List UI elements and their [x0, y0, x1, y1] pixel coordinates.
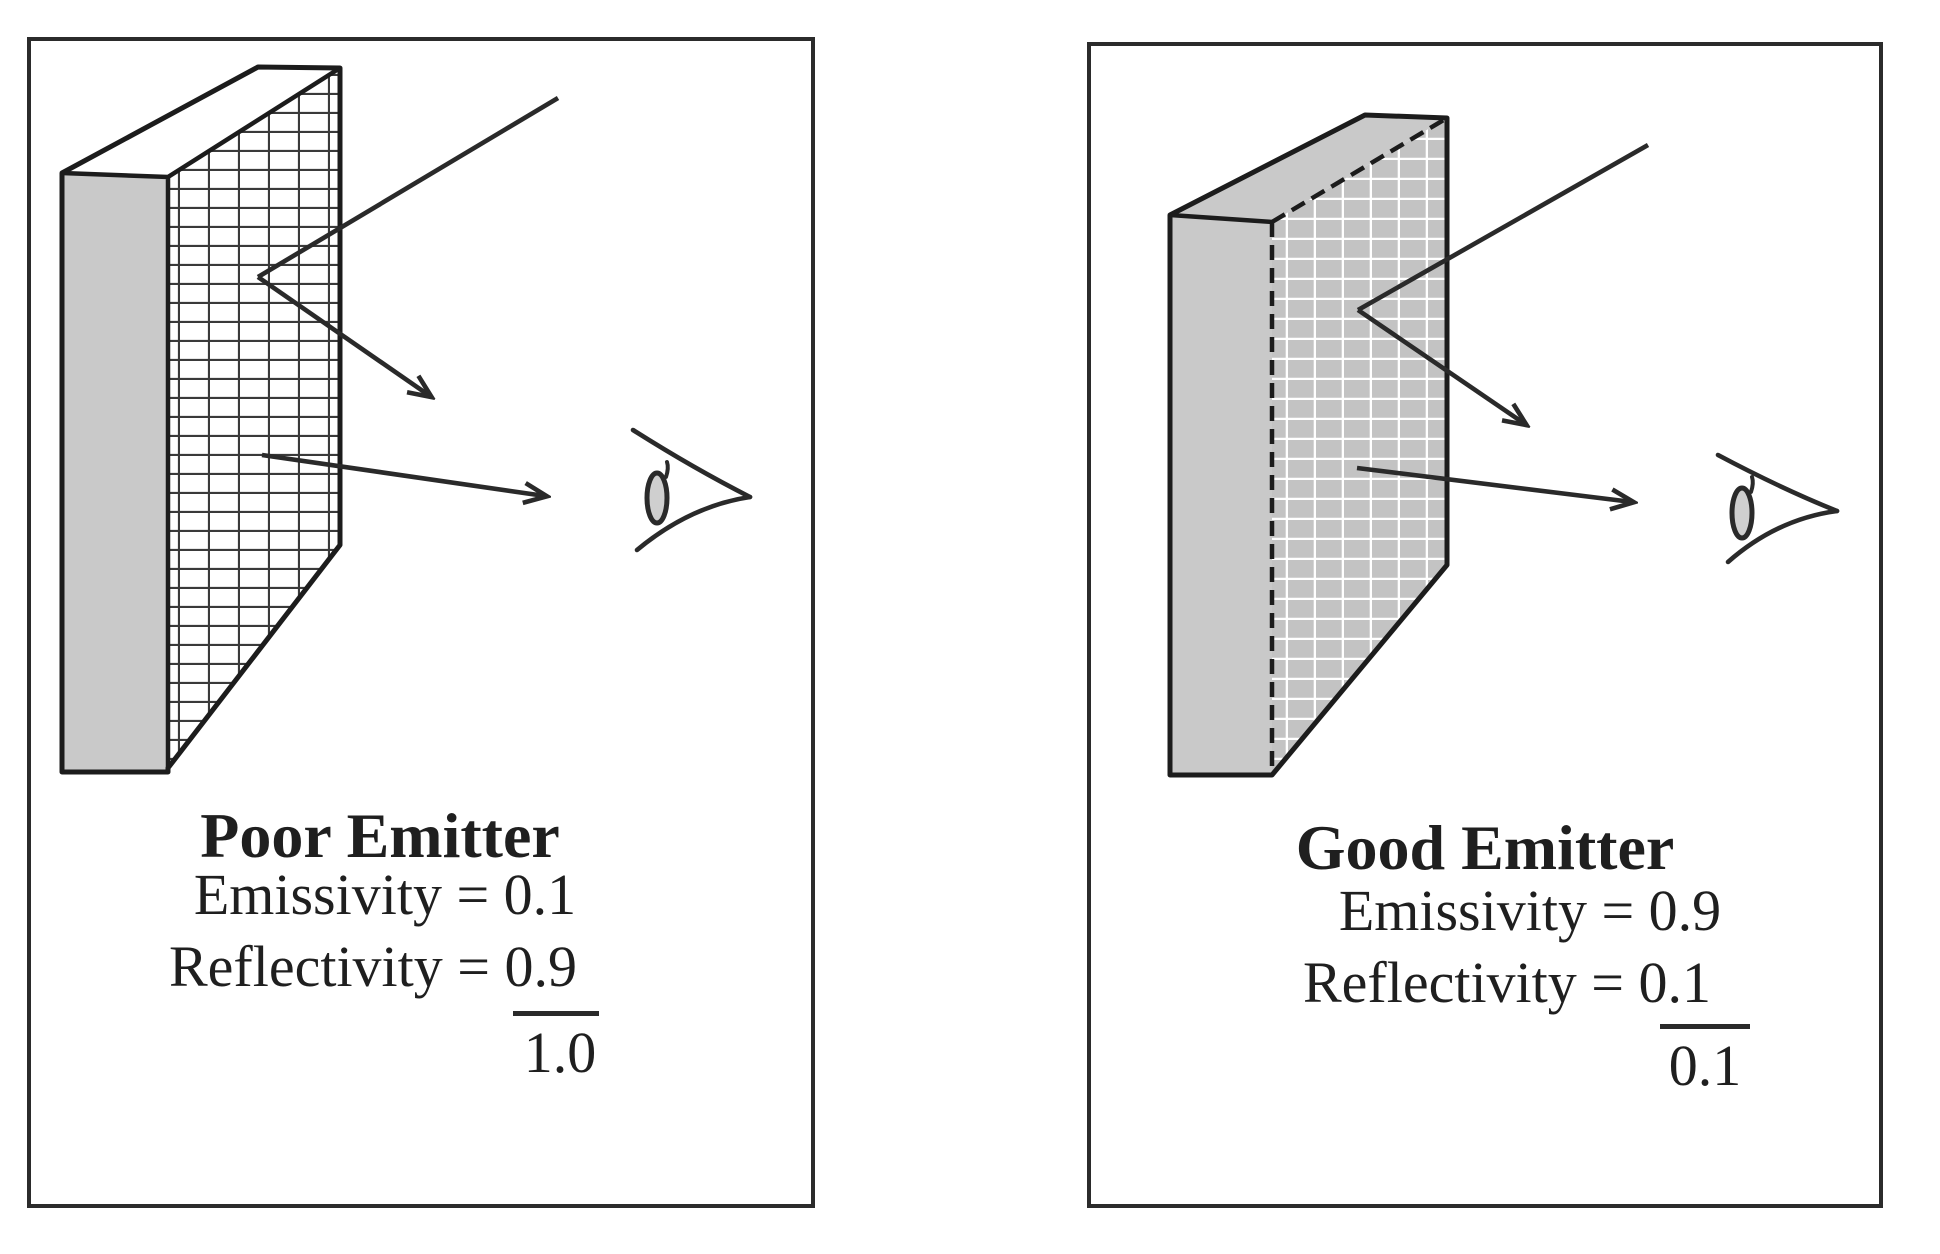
slab-grid-face: [168, 68, 340, 768]
good-emitter-title: Good Emitter: [1295, 812, 1675, 883]
eye-lower-lid: [634, 494, 753, 553]
slab-outline: [59, 64, 343, 775]
poor-emitter-rays: [256, 96, 560, 496]
poor-emitter-title: Poor Emitter: [200, 800, 560, 871]
good-emitter-slab: [1167, 112, 1450, 778]
slab-outline: [1167, 112, 1450, 778]
eye-lower-lid: [1725, 508, 1840, 565]
incident-ray: [256, 96, 560, 279]
slab-side-face: [1170, 215, 1272, 775]
slab-inner-edges: [61, 66, 342, 770]
slab-top-face: [1170, 115, 1447, 222]
reflected-ray: [1356, 308, 1525, 424]
emitted-ray: [1356, 465, 1632, 502]
eye-lens-stem: [664, 460, 670, 479]
slab-side-face: [62, 173, 168, 772]
eye-upper-lid: [630, 427, 753, 500]
good-emitter-sum-rule: [1660, 1024, 1750, 1029]
good-emitter-emissivity: Emissivity = 0.9: [1338, 878, 1722, 943]
eye-icon: [630, 427, 753, 553]
eye-lens: [1729, 485, 1755, 541]
poor-emitter-sum-rule: [513, 1011, 599, 1016]
slab-inner-edges-dashed: [1269, 116, 1449, 775]
eye-lens-stem: [1749, 475, 1755, 494]
good-emitter-reflectivity: Reflectivity = 0.1: [1302, 950, 1711, 1015]
eye-icon: [1715, 452, 1840, 565]
good-emitter-sum-value: 0.1: [1668, 1033, 1742, 1098]
good-emitter-rays: [1356, 143, 1650, 502]
slab-top-face: [62, 67, 340, 177]
eye-lens: [644, 470, 670, 526]
incident-ray: [1356, 143, 1650, 312]
reflected-ray: [256, 275, 430, 396]
slab-grid-face: [1272, 118, 1447, 775]
poor-emitter-slab: [59, 64, 343, 775]
eye-upper-lid: [1715, 452, 1840, 514]
slab-inner-edge-solid: [1169, 212, 1273, 225]
poor-emitter-sum-value: 1.0: [523, 1020, 597, 1085]
poor-emitter-reflectivity: Reflectivity = 0.9: [168, 934, 577, 999]
emitted-ray: [261, 452, 545, 496]
poor-emitter-emissivity: Emissivity = 0.1: [193, 862, 577, 927]
